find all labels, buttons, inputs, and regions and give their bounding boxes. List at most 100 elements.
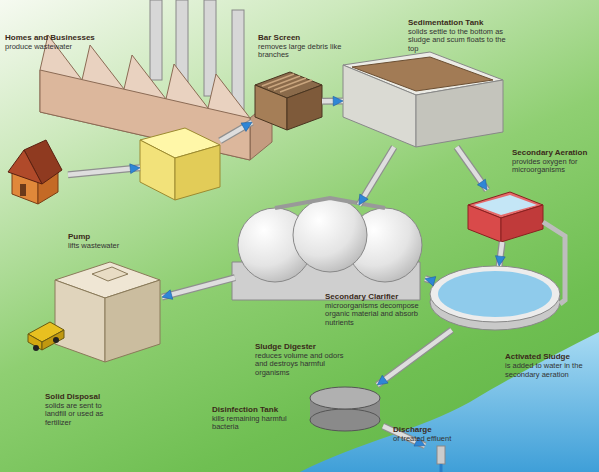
node-description: provides oxygen for microorganisms [512,158,597,176]
sludge-digester: Sludge Digesterreduces volume and odors … [235,205,425,300]
callout-heading: Activated Sludge [505,352,597,362]
pipe-outline [377,330,451,385]
pipe-outline [220,122,252,141]
bar-screen-side [287,85,322,130]
pipe-connector [495,242,505,266]
river-water [300,332,599,472]
node-text-group: Sludge Digesterreduces volume and odors … [255,342,350,378]
effluent-stream [440,464,443,472]
solid-disposal: Solid Disposalsolids are sent to landfil… [50,262,162,362]
node-heading: Disinfection Tank [212,405,304,415]
arrow-head [495,256,505,266]
arrow-head [162,290,173,299]
node-description: lifts wastewater [68,242,148,251]
house-door [20,184,26,196]
homes-building: Homes and Businessesproduce wastewater [8,150,68,205]
pump-box: Pumplifts wastewater [140,128,220,200]
arrow-head [130,164,140,174]
outlet-pipe [437,446,445,464]
node-heading: Sludge Digester [255,342,350,352]
pipe-body [457,147,487,190]
node-text-group: Secondary Clarifiermicroorganisms decomp… [325,292,435,328]
sedimentation-tank: Sedimentation Tanksolids settle to the b… [343,52,503,147]
disposal-side [105,280,160,362]
return-pipe [543,222,565,304]
clarifier-water [438,271,552,317]
pipe-connector [322,96,343,106]
pipe-body [359,147,394,205]
node-heading: Discharge [393,425,493,435]
pump-side [175,145,220,200]
tank-side [416,80,503,147]
chimney [150,0,162,80]
node-description: reduces volume and odors and destroys ha… [255,352,350,379]
node-heading: Sedimentation Tank [408,18,508,28]
disinfection-tank: Disinfection Tankkills remaining harmful… [308,385,383,432]
node-text-group: Secondary Aerationprovides oxygen for mi… [512,148,597,175]
digester-sphere [293,198,367,272]
pipe-connector [162,278,235,300]
pipe-connector [68,164,140,175]
node-description: removes large debris like branches [258,43,353,61]
node-description: solids are sent to landfill or used as f… [45,402,125,429]
node-description: of treated effluent [393,435,493,444]
pipe-connector [220,122,252,141]
disinfection-bottom [310,409,380,431]
pipe-connector [425,277,436,286]
node-text-group: Solid Disposalsolids are sent to landfil… [45,392,125,428]
truck-wheel [53,337,59,343]
disinfection-top [310,387,380,409]
pipe-body [162,278,235,297]
house-roof [8,150,42,184]
arrow-head [359,194,368,205]
discharge-outlet: Dischargeof treated effluent [425,442,460,466]
arrow-head [477,179,487,190]
pipe-outline [359,147,394,205]
secondary-clarifier: Secondary Clarifiermicroorganisms decomp… [430,266,560,330]
node-text-group: Dischargeof treated effluent [393,425,493,443]
pipe-outline [457,147,487,190]
digester-pipe [275,198,385,208]
aeration-front [468,205,501,242]
chimney [232,10,244,110]
arrow-head [333,96,343,106]
node-heading: Secondary Clarifier [325,292,435,302]
truck-body [28,334,42,350]
node-heading: Homes and Businesses [5,33,115,43]
node-text-group: Sedimentation Tanksolids settle to the b… [408,18,508,54]
arrow-head [241,122,252,131]
node-description: solids settle to the bottom as sludge an… [408,28,508,55]
pipe-connector [359,147,394,205]
pump-front [140,140,175,200]
node-text-group: Bar Screenremoves large debris like bran… [258,33,353,60]
disposal-front [55,280,105,362]
node-description: kills remaining harmful bacteria [212,415,304,433]
node-description: microorganisms decompose organic materia… [325,302,435,329]
pipe-body [220,122,252,141]
aeration-side [501,205,543,242]
tank-front [343,65,416,147]
bar-screen-front [255,85,287,130]
pipe-outline [68,168,140,175]
pipe-body [68,168,140,175]
truck-wheel [33,345,39,351]
factory-roof [40,35,250,160]
node-description: produce wastewater [5,43,115,52]
truck-body [42,330,64,350]
screen-bars [262,74,312,92]
disposal-roof-box [92,267,128,281]
pipe-outline [162,278,235,297]
node-heading: Bar Screen [258,33,353,43]
node-text-group: Homes and Businessesproduce wastewater [5,33,115,51]
arrow-head [425,277,436,286]
callout-text: is added to water in the secondary aerat… [505,362,595,380]
node-heading: Pump [68,232,148,242]
pipe-connector [377,330,451,385]
node-text-group: Disinfection Tankkills remaining harmful… [212,405,304,432]
clarifier-rim [430,266,560,322]
node-heading: Solid Disposal [45,392,125,402]
node-heading: Secondary Aeration [512,148,597,158]
node-text-group: Pumplifts wastewater [68,232,148,250]
